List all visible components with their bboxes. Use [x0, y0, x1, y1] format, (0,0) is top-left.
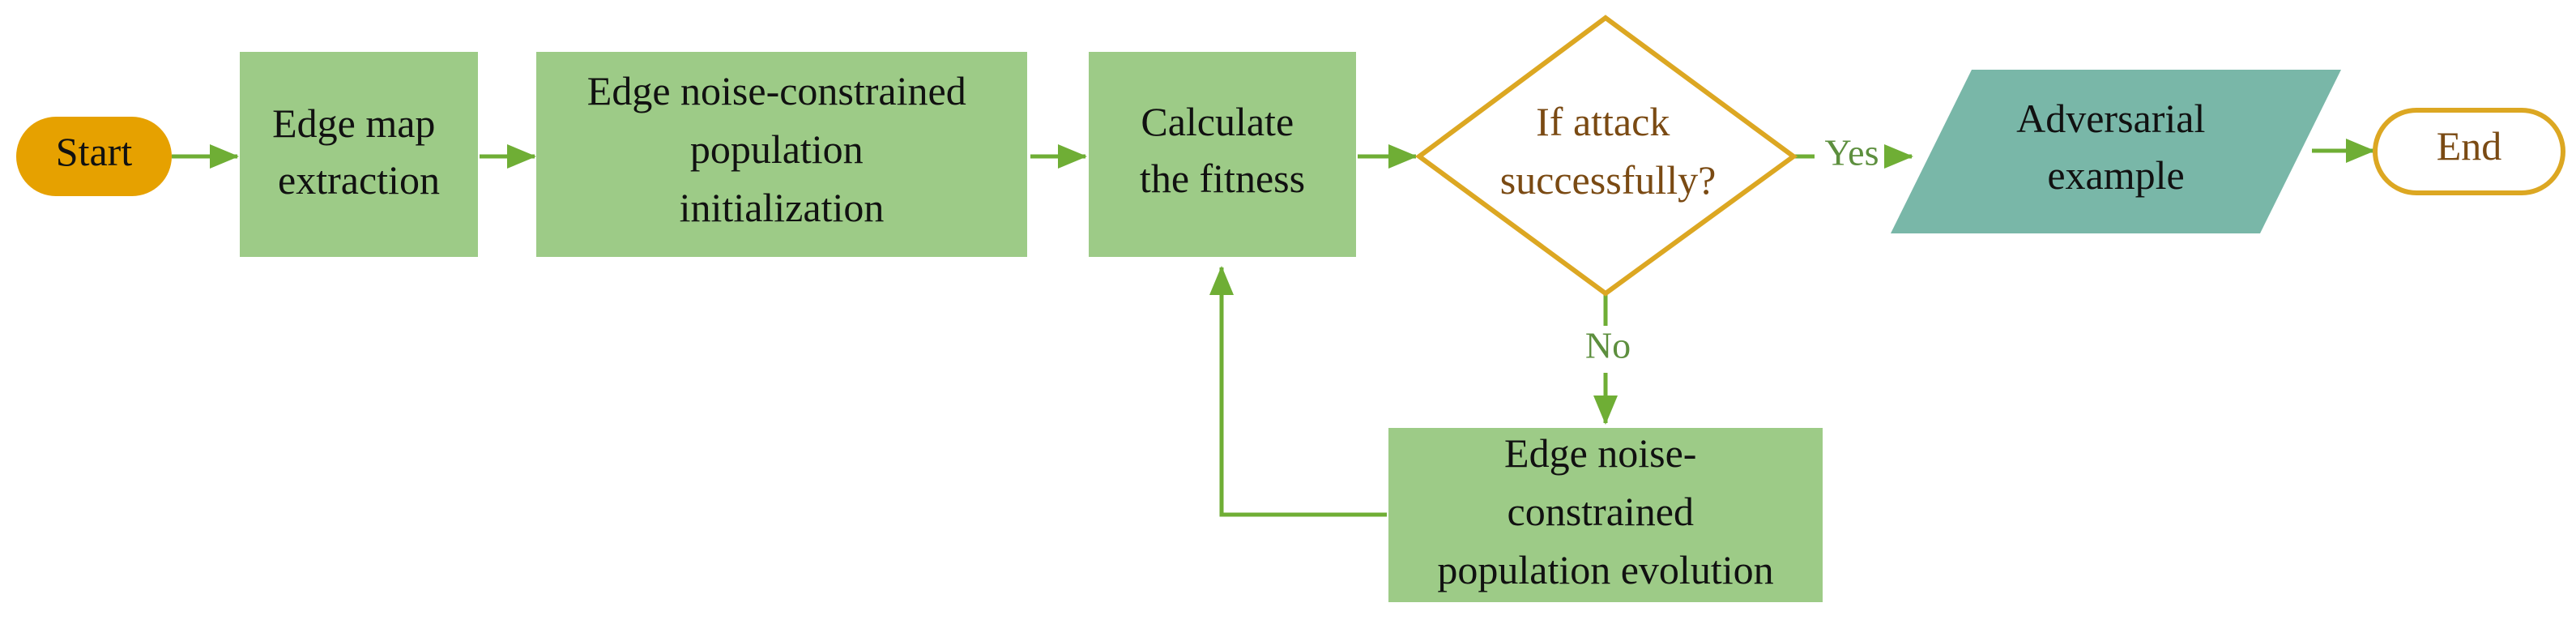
arrows	[172, 139, 2375, 517]
adversarial-example-shape	[1891, 70, 2341, 233]
calculate-fitness-line-1: Calculate	[1141, 99, 1294, 144]
end-node: End	[2373, 108, 2565, 195]
end-label: End	[2437, 123, 2502, 169]
adversarial-example-node: Adversarial example	[1891, 70, 2341, 233]
population-initialization-label: Edge noise-constrained population initia…	[587, 68, 976, 230]
decision-line-2: successfully?	[1500, 157, 1717, 203]
population-evolution-node: Edge noise- constrained population evolu…	[1388, 428, 1823, 602]
start-label-line: Start	[56, 129, 133, 174]
calculate-fitness-line-2: the fitness	[1140, 156, 1305, 201]
decision-label: If attack successfully?	[1500, 99, 1717, 203]
population-initialization-line-2: population	[690, 126, 864, 172]
edge-map-extraction-line-1: Edge map	[272, 100, 435, 146]
edge-map-extraction-line-2: extraction	[278, 157, 440, 203]
end-shape	[2373, 108, 2565, 195]
start-shape	[16, 117, 172, 196]
population-evolution-label: Edge noise- constrained population evolu…	[1437, 430, 1773, 592]
calculate-fitness-node: Calculate the fitness	[1089, 52, 1356, 257]
population-evolution-line-3: population evolution	[1437, 547, 1773, 592]
decision-node: If attack successfully?	[1414, 15, 1798, 297]
adversarial-example-label: Adversarial example	[2016, 96, 2216, 198]
population-initialization-node: Edge noise-constrained population initia…	[536, 52, 1027, 257]
end-label-line: End	[2437, 123, 2502, 169]
yes-label: Yes	[1825, 132, 1879, 173]
arrow-evolution-to-fitness	[1209, 266, 1387, 517]
population-initialization-line-3: initialization	[680, 185, 885, 230]
start-label: Start	[56, 129, 133, 174]
no-label: No	[1585, 325, 1631, 366]
edge-map-extraction-box	[240, 52, 478, 257]
edge-map-extraction-label: Edge map extraction	[272, 100, 446, 203]
population-evolution-box	[1388, 428, 1823, 602]
decision-diamond	[1414, 15, 1798, 297]
decision-line-1: If attack	[1536, 99, 1670, 144]
population-initialization-box	[536, 52, 1027, 257]
calculate-fitness-box	[1089, 52, 1356, 257]
population-evolution-line-2: constrained	[1508, 489, 1694, 534]
edge-map-extraction-node: Edge map extraction	[240, 52, 478, 257]
population-evolution-line-1: Edge noise-	[1504, 430, 1696, 476]
adversarial-example-line-1: Adversarial	[2016, 96, 2205, 141]
adversarial-example-line-2: example	[2047, 152, 2184, 198]
population-initialization-line-1: Edge noise-constrained	[587, 68, 966, 113]
start-node: Start	[16, 117, 172, 196]
calculate-fitness-label: Calculate the fitness	[1140, 99, 1305, 201]
